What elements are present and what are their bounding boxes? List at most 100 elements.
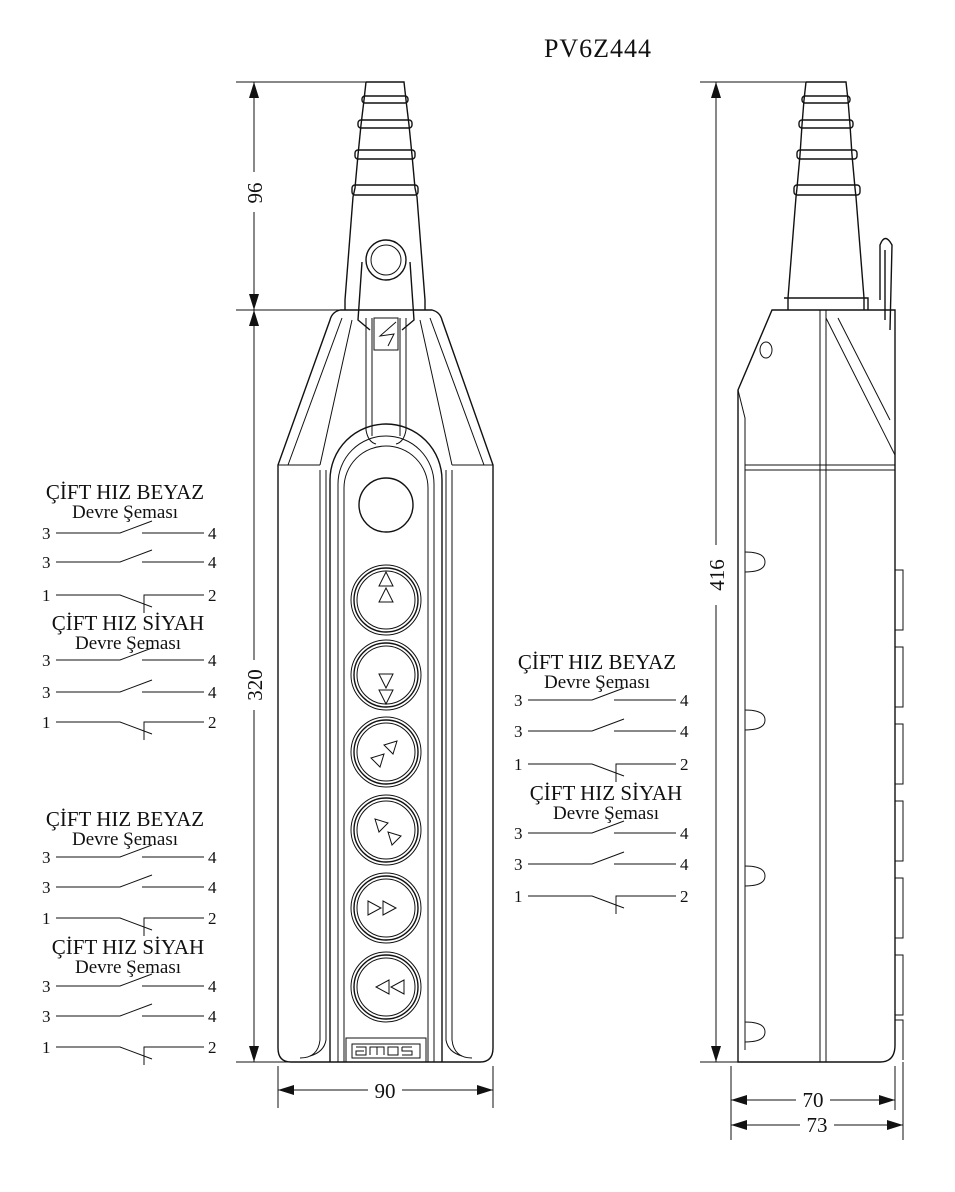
double-up-arrow-icon <box>378 570 394 603</box>
terminal-label: 2 <box>680 755 689 774</box>
terminal-label: 4 <box>208 651 217 670</box>
schematic-subtitle: Devre Şeması <box>544 672 650 693</box>
terminal-label: 4 <box>208 683 217 702</box>
double-down-arrow-icon <box>378 673 394 706</box>
schematic-subtitle: Devre Şeması <box>75 957 181 978</box>
terminal-label: 3 <box>514 722 523 741</box>
terminal-label: 4 <box>680 722 689 741</box>
schematic-subtitle: Devre Şeması <box>553 803 659 824</box>
dim-front-width: 90 <box>375 1079 396 1103</box>
pushbutton-6 <box>350 951 422 1023</box>
terminal-label: 4 <box>680 691 689 710</box>
pushbutton-1 <box>350 564 422 636</box>
schematic-subtitle: Devre Şeması <box>75 633 181 654</box>
dim-side-depth-total: 73 <box>807 1113 828 1137</box>
terminal-label: 1 <box>42 586 51 605</box>
double-right-arrow-icon <box>367 900 398 916</box>
terminal-label: 1 <box>42 1038 51 1057</box>
terminal-label: 2 <box>208 1038 217 1057</box>
pushbutton-3 <box>350 716 422 788</box>
schematic-title: ÇİFT HIZ BEYAZ <box>518 650 676 674</box>
dim-gland-height: 96 <box>243 183 267 204</box>
terminal-label: 4 <box>208 553 217 572</box>
pushbutton-5 <box>350 872 422 944</box>
terminal-label: 1 <box>514 887 523 906</box>
schematic-title: ÇİFT HIZ SİYAH <box>52 935 204 959</box>
terminal-label: 3 <box>514 855 523 874</box>
terminal-label: 2 <box>680 887 689 906</box>
terminal-label: 4 <box>208 524 217 543</box>
button-column <box>350 564 422 1023</box>
terminal-label: 3 <box>42 683 51 702</box>
terminal-label: 1 <box>514 755 523 774</box>
terminal-label: 2 <box>208 586 217 605</box>
terminal-label: 4 <box>208 1007 217 1026</box>
terminal-label: 3 <box>514 691 523 710</box>
side-view <box>737 81 904 1063</box>
drawing-title: PV6Z444 <box>544 34 652 63</box>
dim-body-height: 320 <box>243 669 267 701</box>
terminal-label: 4 <box>208 977 217 996</box>
terminal-label: 4 <box>680 855 689 874</box>
terminal-label: 3 <box>42 848 51 867</box>
dim-side-depth: 70 <box>803 1088 824 1112</box>
terminal-label: 1 <box>42 909 51 928</box>
schematic-title: ÇİFT HIZ SİYAH <box>52 611 204 635</box>
front-dimensions: 96 320 90 <box>236 81 494 1108</box>
brand-plate <box>345 1037 427 1063</box>
double-left-arrow-icon <box>374 979 405 995</box>
dim-total-height: 416 <box>705 559 729 591</box>
double-up-left-arrow-icon <box>374 818 402 846</box>
schematic-subtitle: Devre Şeması <box>72 829 178 850</box>
pushbutton-2 <box>350 639 422 711</box>
logo-mark-icon <box>378 321 397 347</box>
terminal-label: 3 <box>514 824 523 843</box>
terminal-label: 3 <box>42 878 51 897</box>
schematic-subtitle: Devre Şeması <box>72 502 178 523</box>
indicator-lamp <box>358 477 414 533</box>
pendant-body <box>277 309 494 1063</box>
pushbutton-4 <box>350 794 422 866</box>
terminal-label: 3 <box>42 524 51 543</box>
schematic-title: ÇİFT HIZ BEYAZ <box>46 807 204 831</box>
terminal-label: 3 <box>42 553 51 572</box>
schematic-title: ÇİFT HIZ BEYAZ <box>46 480 204 504</box>
cable-gland <box>344 81 426 310</box>
terminal-label: 3 <box>42 1007 51 1026</box>
terminal-label: 3 <box>42 651 51 670</box>
schematic-title: ÇİFT HIZ SİYAH <box>530 781 682 805</box>
side-bumps <box>744 551 904 1060</box>
terminal-label: 4 <box>680 824 689 843</box>
terminal-label: 4 <box>208 848 217 867</box>
side-dimensions: 416 70 73 <box>700 81 904 1140</box>
terminal-label: 2 <box>208 909 217 928</box>
terminal-label: 3 <box>42 977 51 996</box>
hanger-ring <box>357 239 415 331</box>
double-up-right-arrow-icon <box>370 740 398 768</box>
